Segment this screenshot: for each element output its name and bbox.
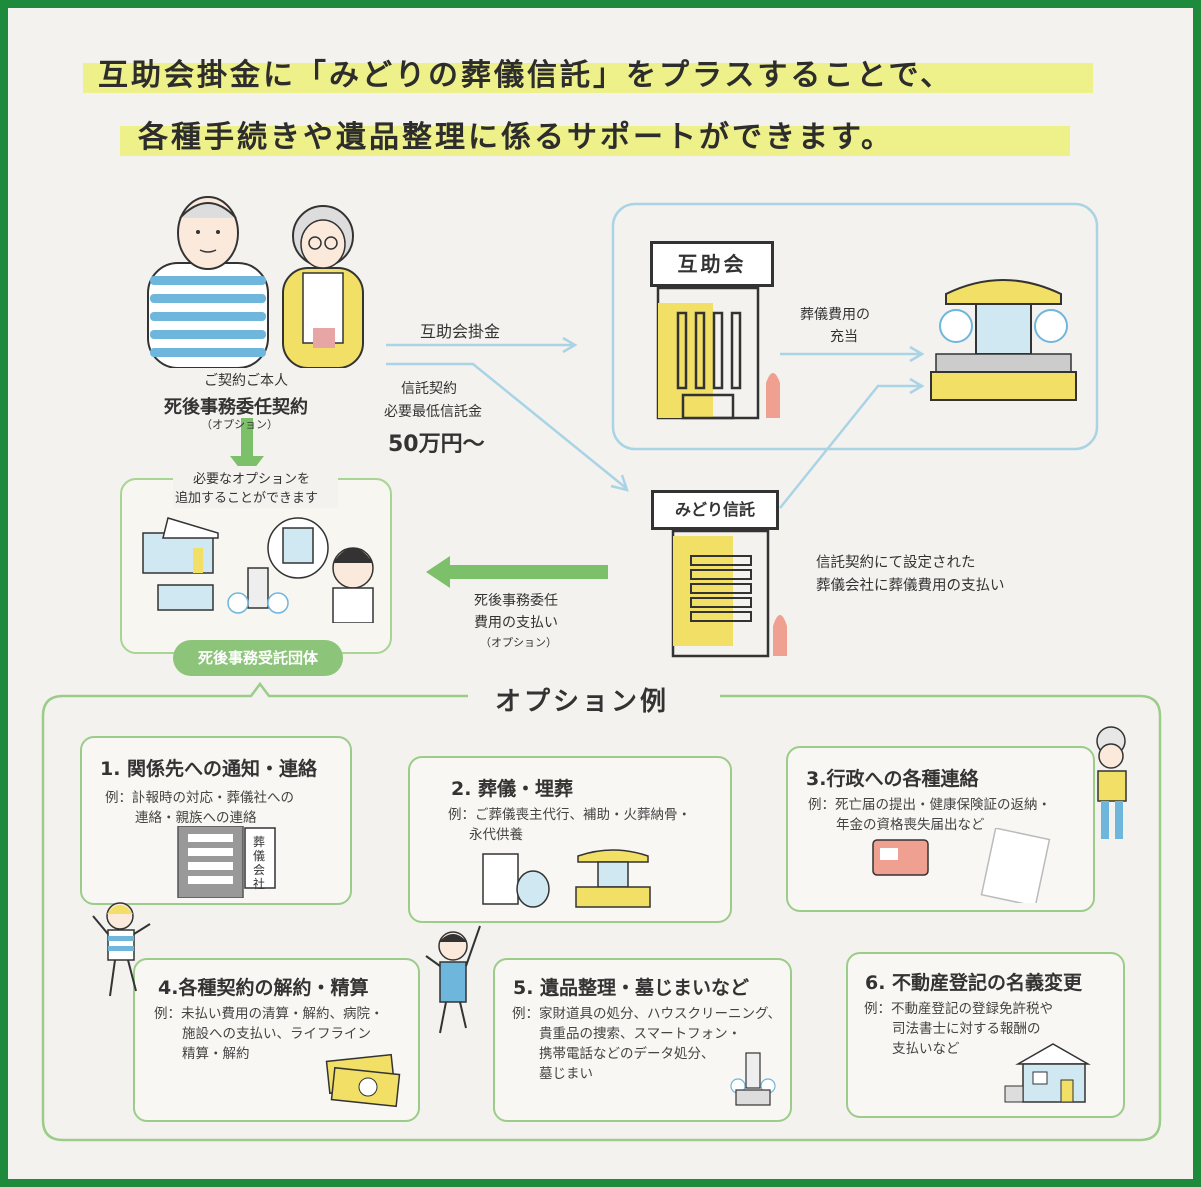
option-1-title: 1. 関係先への通知・連絡 [100,754,317,781]
funeral-cost-label-1: 葬儀費用の [800,304,870,324]
option-5-desc-1: 例：家財道具の処分、ハウスクリーニング、 [512,1004,781,1024]
option-2-desc-1: 例：ご葬儀喪主代行、補助・火葬納骨・ [448,805,691,825]
proxy-fee-option: （オプション） [480,634,557,650]
min-trust-label: 必要最低信託金 [384,401,482,421]
trust-contract-label: 信託契約 [401,378,457,398]
funeral-altar-illustration [926,266,1081,401]
option-4-desc-2: 施設への支払い、ライフライン [182,1024,371,1044]
option-1-desc-1: 例：訃報時の対応・葬儀社への [105,788,294,808]
contractor-label: ご契約ご本人 [204,370,288,390]
option-5-title: 5. 遺品整理・墓じまいなど [513,973,749,1000]
option-3-title: 3.行政への各種連絡 [806,764,978,791]
gojokai-sign: 互助会 [650,241,774,287]
gojokai-building [648,283,788,423]
premium-label: 互助会掛金 [420,318,500,342]
option-5-desc-2: 貴重品の捜索、スマートフォン・ [539,1024,741,1044]
options-note-line-1: 必要なオプションを [193,468,310,487]
knit-hat-girl-illustration [1083,716,1143,846]
overall-child-illustration [418,918,488,1038]
payment-label-1: 信託契約にて設定された [816,551,976,572]
payment-label-2: 葬儀会社に葬儀費用の支払い [816,574,1005,595]
funeral-company-sign: 葬儀会社 [253,835,267,891]
option-3-illustrations [868,828,1068,903]
options-title: オプション例 [495,681,669,718]
contractor-option: （オプション） [201,416,278,432]
option-6-desc-1: 例：不動産登記の登録免許税や [864,999,1053,1019]
option-5-desc-3: 携帯電話などのデータ処分、 [539,1044,715,1064]
option-2-illustrations [478,844,678,910]
option-4-desc-3: 精算・解約 [182,1044,250,1064]
midori-building [663,526,793,661]
option-4-desc-1: 例：未払い費用の清算・解約、病院・ [154,1004,384,1024]
funeral-cost-label-2: 充当 [830,326,858,346]
min-trust-amount: 50万円～ [388,426,485,458]
option-4-title: 4.各種契約の解約・精算 [158,973,368,1000]
options-note-line-2: 追加することができます [175,487,318,506]
house-illustration [1003,1036,1098,1106]
option-2-title: 2. 葬儀・埋葬 [451,774,573,801]
infographic-canvas: 互助会掛金に「みどりの葬儀信託」をプラスすることで、 各種手続きや遺品整理に係る… [8,8,1193,1179]
midori-sign: みどり信託 [651,490,779,530]
seniors-illustration [138,188,368,368]
jumping-child-illustration [88,896,158,1006]
proxy-fee-arrow-head [426,556,450,588]
option-1-desc-2: 連絡・親族への連絡 [135,808,257,828]
agency-badge: 死後事務受託団体 [173,640,343,676]
option-5-desc-4: 墓じまい [539,1064,593,1084]
proxy-fee-label-2: 費用の支払い [474,612,558,632]
option-3-desc-1: 例：死亡届の提出・健康保険証の返納・ [808,795,1051,815]
option-2-desc-2: 永代供養 [469,825,523,845]
option-6-title: 6. 不動産登記の名義変更 [865,968,1082,995]
proxy-fee-arrow-shaft [448,565,608,579]
agency-illustrations [138,513,378,623]
grave-illustration [728,1048,778,1108]
proxy-fee-label-1: 死後事務委任 [474,590,558,610]
option-6-desc-3: 支払いなど [892,1039,960,1059]
cash-illustration [323,1053,403,1108]
payment-arrow-line [780,386,920,508]
